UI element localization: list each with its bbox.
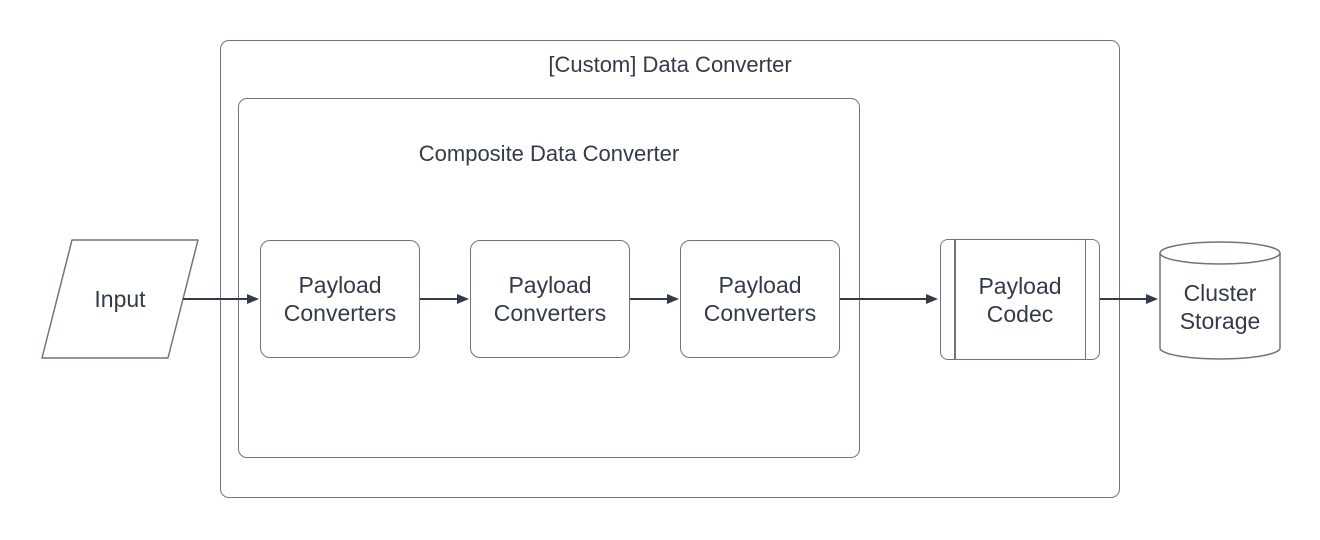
composite-data-converter-title: Composite Data Converter — [418, 141, 680, 166]
payload-converters-2-label: Payload Converters — [493, 272, 607, 326]
payload-converters-3-label: Payload Converters — [703, 272, 817, 326]
node-payload-codec: Payload Codec — [940, 239, 1100, 360]
custom-data-converter-title: [Custom] Data Converter — [548, 52, 792, 77]
node-payload-converters-3: Payload Converters — [680, 240, 840, 358]
node-payload-converters-1: Payload Converters — [260, 240, 420, 358]
codec-right-bar — [1084, 240, 1086, 359]
node-payload-converters-2: Payload Converters — [470, 240, 630, 358]
payload-converters-1-label: Payload Converters — [283, 272, 397, 326]
composite-data-converter-container: Composite Data Converter — [238, 98, 860, 458]
input-label: Input — [94, 286, 146, 312]
custom-data-converter-container: [Custom] Data Converter — [220, 40, 1120, 498]
codec-left-bar — [954, 240, 956, 359]
payload-codec-label: Payload Codec — [978, 272, 1062, 327]
cluster-storage-top-rim — [1159, 241, 1281, 265]
cluster-storage-label: Cluster Storage — [1179, 280, 1261, 334]
